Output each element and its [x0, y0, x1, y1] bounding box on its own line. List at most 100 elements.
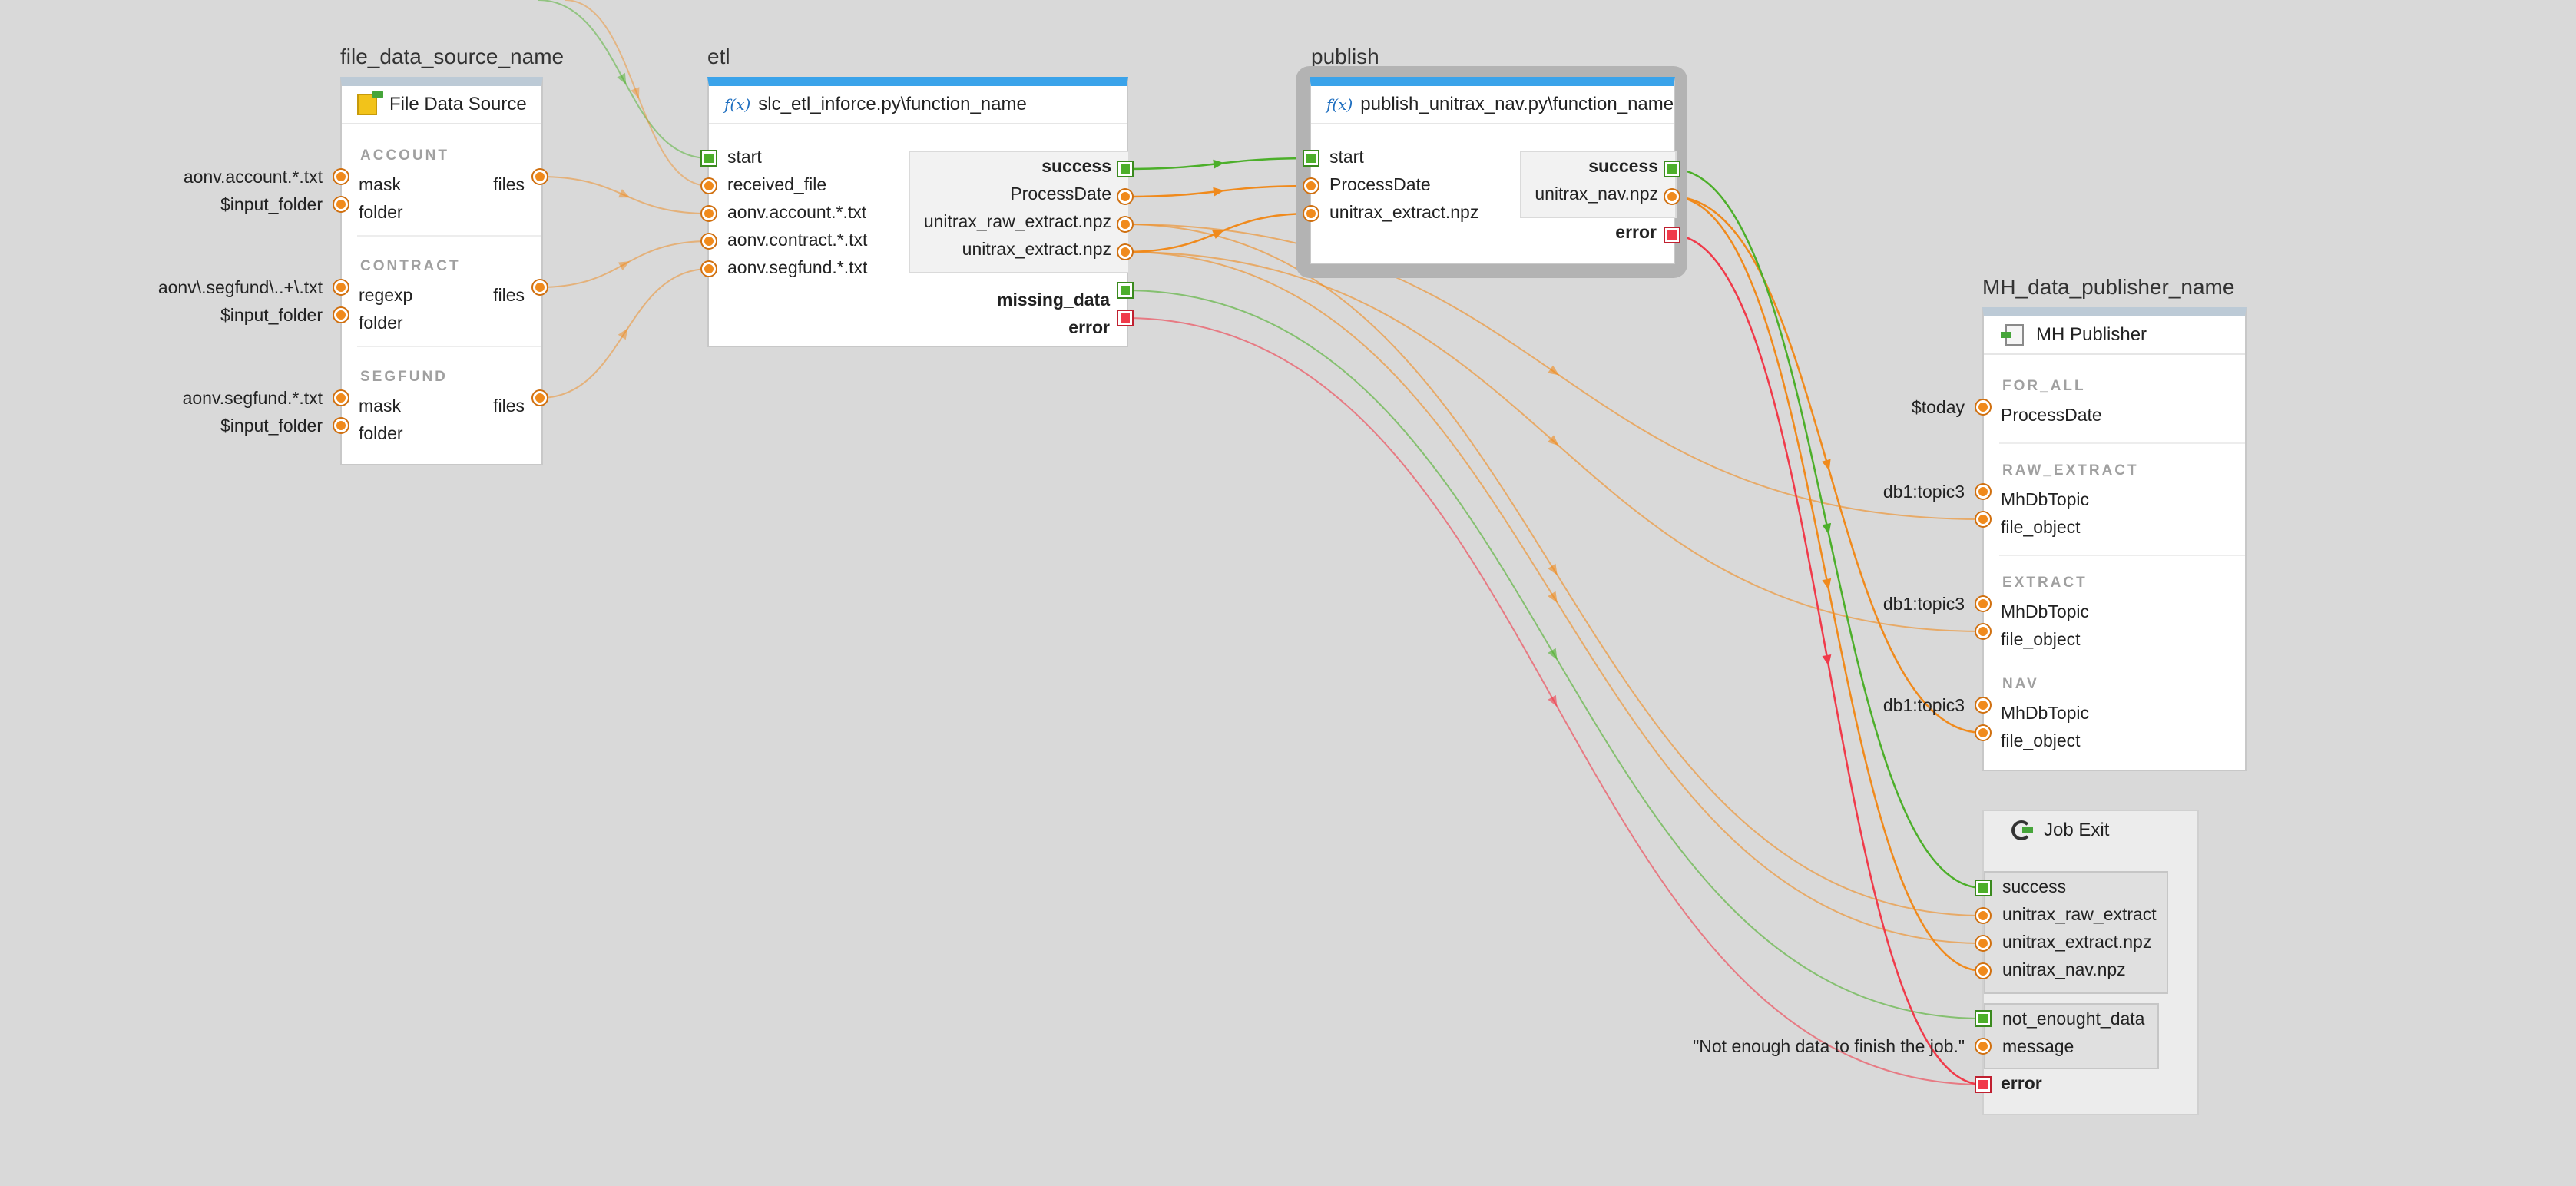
start-port[interactable]	[1304, 151, 1318, 165]
output-label: unitrax_extract.npz	[962, 239, 1111, 259]
pin-label: MhDbTopic	[2001, 703, 2090, 723]
wire-arrow-icon	[1822, 654, 1832, 666]
input-port[interactable]	[334, 170, 348, 184]
output-port[interactable]	[533, 280, 547, 294]
input-port[interactable]	[334, 391, 348, 405]
node-title-publisher: MH_data_publisher_name	[1982, 275, 2235, 299]
exit-input-port[interactable]	[1976, 936, 1990, 950]
input-label: aonv.account.*.txt	[727, 202, 867, 222]
wire-arrow-icon	[1548, 435, 1559, 446]
missing-data-port[interactable]	[1118, 283, 1132, 297]
wire-arrow-icon	[1213, 159, 1224, 169]
input-value-label: $input_folder	[220, 194, 323, 214]
pin-label: folder	[359, 202, 403, 222]
output-label: files	[493, 285, 525, 305]
output-label: success	[1588, 156, 1658, 176]
input-port[interactable]	[702, 179, 716, 193]
exit-pin-label: message	[2002, 1036, 2074, 1056]
wire-received-file[interactable]	[564, 0, 710, 187]
input-port[interactable]	[1976, 597, 1990, 611]
node-title-publish: publish	[1311, 45, 1379, 68]
input-value-label: db1:topic3	[1882, 482, 1965, 502]
divider	[1999, 555, 2245, 556]
output-port[interactable]	[1665, 190, 1679, 204]
input-port[interactable]	[1304, 179, 1318, 193]
exit-input-port[interactable]	[1976, 909, 1990, 923]
output-port[interactable]	[1118, 217, 1132, 231]
pin-label: folder	[359, 423, 403, 443]
node-header-label: publish_unitrax_nav.py\function_name	[1360, 94, 1674, 114]
input-port[interactable]	[334, 308, 348, 322]
exit-success-port[interactable]	[1976, 881, 1990, 895]
wire-arrow-icon	[1548, 365, 1560, 376]
exit-input-port[interactable]	[1976, 964, 1990, 978]
node-header: MH Publisher	[1984, 316, 2245, 355]
publish-node[interactable]: f(x) publish_unitrax_nav.py\function_nam…	[1310, 77, 1677, 264]
input-port[interactable]	[334, 280, 348, 294]
pin-label: ProcessDate	[2001, 405, 2102, 425]
input-port[interactable]	[1976, 726, 1990, 740]
input-value-label: $today	[1911, 397, 1965, 417]
success-port[interactable]	[1665, 162, 1679, 176]
success-port[interactable]	[1118, 162, 1132, 176]
exit-missing-group: not_enought_data message	[1984, 1003, 2159, 1069]
input-port[interactable]	[1304, 207, 1318, 220]
output-port[interactable]	[1118, 190, 1132, 204]
input-port[interactable]	[1976, 400, 1990, 414]
wire-arrow-icon	[617, 72, 627, 85]
file-data-source-node[interactable]: File Data Source ACCOUNT mask files fold…	[340, 77, 543, 465]
node-header: f(x) publish_unitrax_nav.py\function_nam…	[1311, 86, 1674, 124]
input-port[interactable]	[1976, 624, 1990, 638]
section-label: EXTRACT	[2002, 575, 2088, 591]
wire-arrow-icon	[618, 328, 628, 340]
wire-arrow-icon	[1548, 563, 1558, 575]
input-value-label: db1:topic3	[1882, 594, 1965, 614]
input-port[interactable]	[1976, 698, 1990, 712]
pin-label: MhDbTopic	[2001, 601, 2090, 621]
input-port[interactable]	[702, 234, 716, 248]
input-label: start	[727, 147, 762, 167]
wire-arrow-icon	[1212, 230, 1224, 239]
wire-arrow-icon	[1822, 578, 1832, 590]
wire-arrow-icon	[1548, 591, 1558, 603]
input-port[interactable]	[334, 197, 348, 211]
job-exit-node[interactable]: Job Exit success unitrax_raw_extract uni…	[1982, 810, 2199, 1115]
exit-missing-port[interactable]	[1976, 1012, 1990, 1025]
divider	[357, 346, 541, 347]
outputs-panel: success ProcessDate unitrax_raw_extract.…	[909, 151, 1130, 273]
exit-pin-label: unitrax_raw_extract	[2002, 904, 2157, 924]
wire-arrow-icon	[1548, 648, 1558, 660]
exit-output-group: success unitrax_raw_extract unitrax_extr…	[1984, 871, 2168, 994]
input-value-label: aonv.segfund.*.txt	[182, 388, 323, 408]
output-port[interactable]	[1118, 245, 1132, 259]
error-port[interactable]	[1665, 228, 1679, 242]
exit-pin-label: unitrax_nav.npz	[2002, 959, 2126, 979]
pin-label: mask	[359, 396, 401, 416]
node-header: File Data Source	[342, 86, 541, 124]
pin-label: regexp	[359, 285, 413, 305]
exit-error-port[interactable]	[1976, 1078, 1990, 1092]
wire-arrow-icon	[1822, 522, 1832, 535]
wire-arrow-icon	[618, 189, 631, 198]
start-port[interactable]	[702, 151, 716, 165]
etl-node[interactable]: f(x) slc_etl_inforce.py\function_name st…	[707, 77, 1130, 347]
error-label: error	[1068, 317, 1110, 337]
section-label: SEGFUND	[360, 369, 448, 385]
mh-publisher-node[interactable]: MH Publisher FOR_ALL ProcessDate RAW_EXT…	[1982, 307, 2247, 771]
exit-pin-label: unitrax_extract.npz	[2002, 932, 2152, 952]
input-port[interactable]	[702, 207, 716, 220]
output-port[interactable]	[533, 391, 547, 405]
node-title-etl: etl	[707, 45, 730, 68]
error-port[interactable]	[1118, 311, 1132, 325]
input-port[interactable]	[702, 262, 716, 276]
output-label: files	[493, 174, 525, 194]
input-port[interactable]	[1976, 485, 1990, 499]
section-label: RAW_EXTRACT	[2002, 462, 2139, 479]
output-label: files	[493, 396, 525, 416]
pin-label: file_object	[2001, 730, 2081, 750]
exit-message-port[interactable]	[1976, 1039, 1990, 1053]
output-port[interactable]	[533, 170, 547, 184]
input-port[interactable]	[334, 419, 348, 432]
input-port[interactable]	[1976, 512, 1990, 526]
